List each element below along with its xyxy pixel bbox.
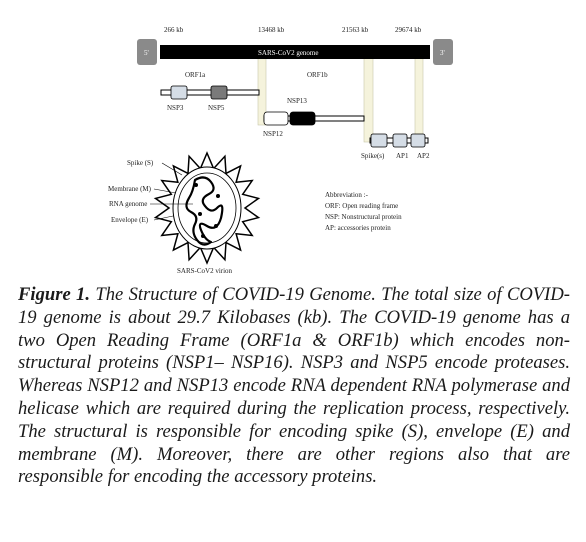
genome-structure-figure: 266 kb 13468 kb 21563 kb 29674 kb 5' 3' …	[108, 26, 453, 275]
caption-text: The Structure of COVID-19 Genome. The to…	[18, 284, 570, 488]
ap1-label: AP1	[396, 152, 409, 160]
rna-bead	[214, 224, 218, 228]
abbreviation-nsp: NSP: Nonstructural protein	[325, 213, 402, 221]
rna-bead	[216, 194, 220, 198]
envelope-pointer	[153, 215, 174, 221]
abbreviation-ap: AP: accessories protein	[325, 224, 391, 232]
virion-illustration	[153, 151, 261, 265]
nsp13-box	[289, 111, 316, 126]
spike-label: Spike(s)	[361, 152, 385, 160]
five-prime-label: 5'	[144, 49, 149, 57]
figure-label: Figure 1.	[18, 284, 90, 305]
membrane-pointer	[153, 188, 177, 194]
virion-membrane-label: Membrane (M)	[108, 185, 152, 193]
nsp12-label: NSP12	[263, 130, 283, 138]
three-prime-cap	[433, 39, 453, 65]
three-prime-label: 3'	[440, 49, 445, 57]
rna-bead	[198, 212, 202, 216]
position-13468: 13468 kb	[258, 26, 285, 34]
virion-title: SARS-CoV2 virion	[177, 267, 233, 275]
virion-spike-label: Spike (S)	[127, 159, 154, 167]
spike-pointer	[161, 162, 183, 176]
spike-box	[370, 133, 388, 148]
nsp13-label: NSP13	[287, 97, 307, 105]
nsp3-label: NSP3	[167, 104, 184, 112]
figure-caption: Figure 1. The Structure of COVID-19 Geno…	[18, 284, 570, 489]
position-21563: 21563 kb	[342, 26, 369, 34]
orf1b-end-segment	[363, 57, 374, 143]
nsp3-box	[170, 85, 188, 100]
abbreviation-heading: Abbreviation :-	[325, 191, 369, 199]
orf1b-label: ORF1b	[307, 71, 328, 79]
five-prime-cap	[137, 39, 157, 65]
orf1a-label: ORF1a	[185, 71, 206, 79]
nsp5-box	[210, 85, 228, 100]
position-266: 266 kb	[164, 26, 184, 34]
position-29674: 29674 kb	[395, 26, 422, 34]
rna-bead	[201, 234, 205, 238]
nsp12-box	[263, 111, 289, 126]
genome-bar	[160, 45, 430, 59]
rna-bead	[194, 183, 198, 187]
virion-rna-coil	[185, 176, 224, 246]
ap1-box	[392, 133, 408, 148]
virion-envelope-label: Envelope (E)	[111, 216, 149, 224]
nsp5-label: NSP5	[208, 104, 225, 112]
genome-title: SARS-CoV2 genome	[258, 49, 318, 57]
ap2-box	[410, 133, 426, 148]
virion-rna-label: RNA genome	[109, 200, 147, 208]
orf1a-track	[160, 89, 260, 96]
structural-region-segment	[414, 57, 424, 143]
ap2-label: AP2	[417, 152, 430, 160]
abbreviation-orf: ORF: Open reading frame	[325, 202, 398, 210]
